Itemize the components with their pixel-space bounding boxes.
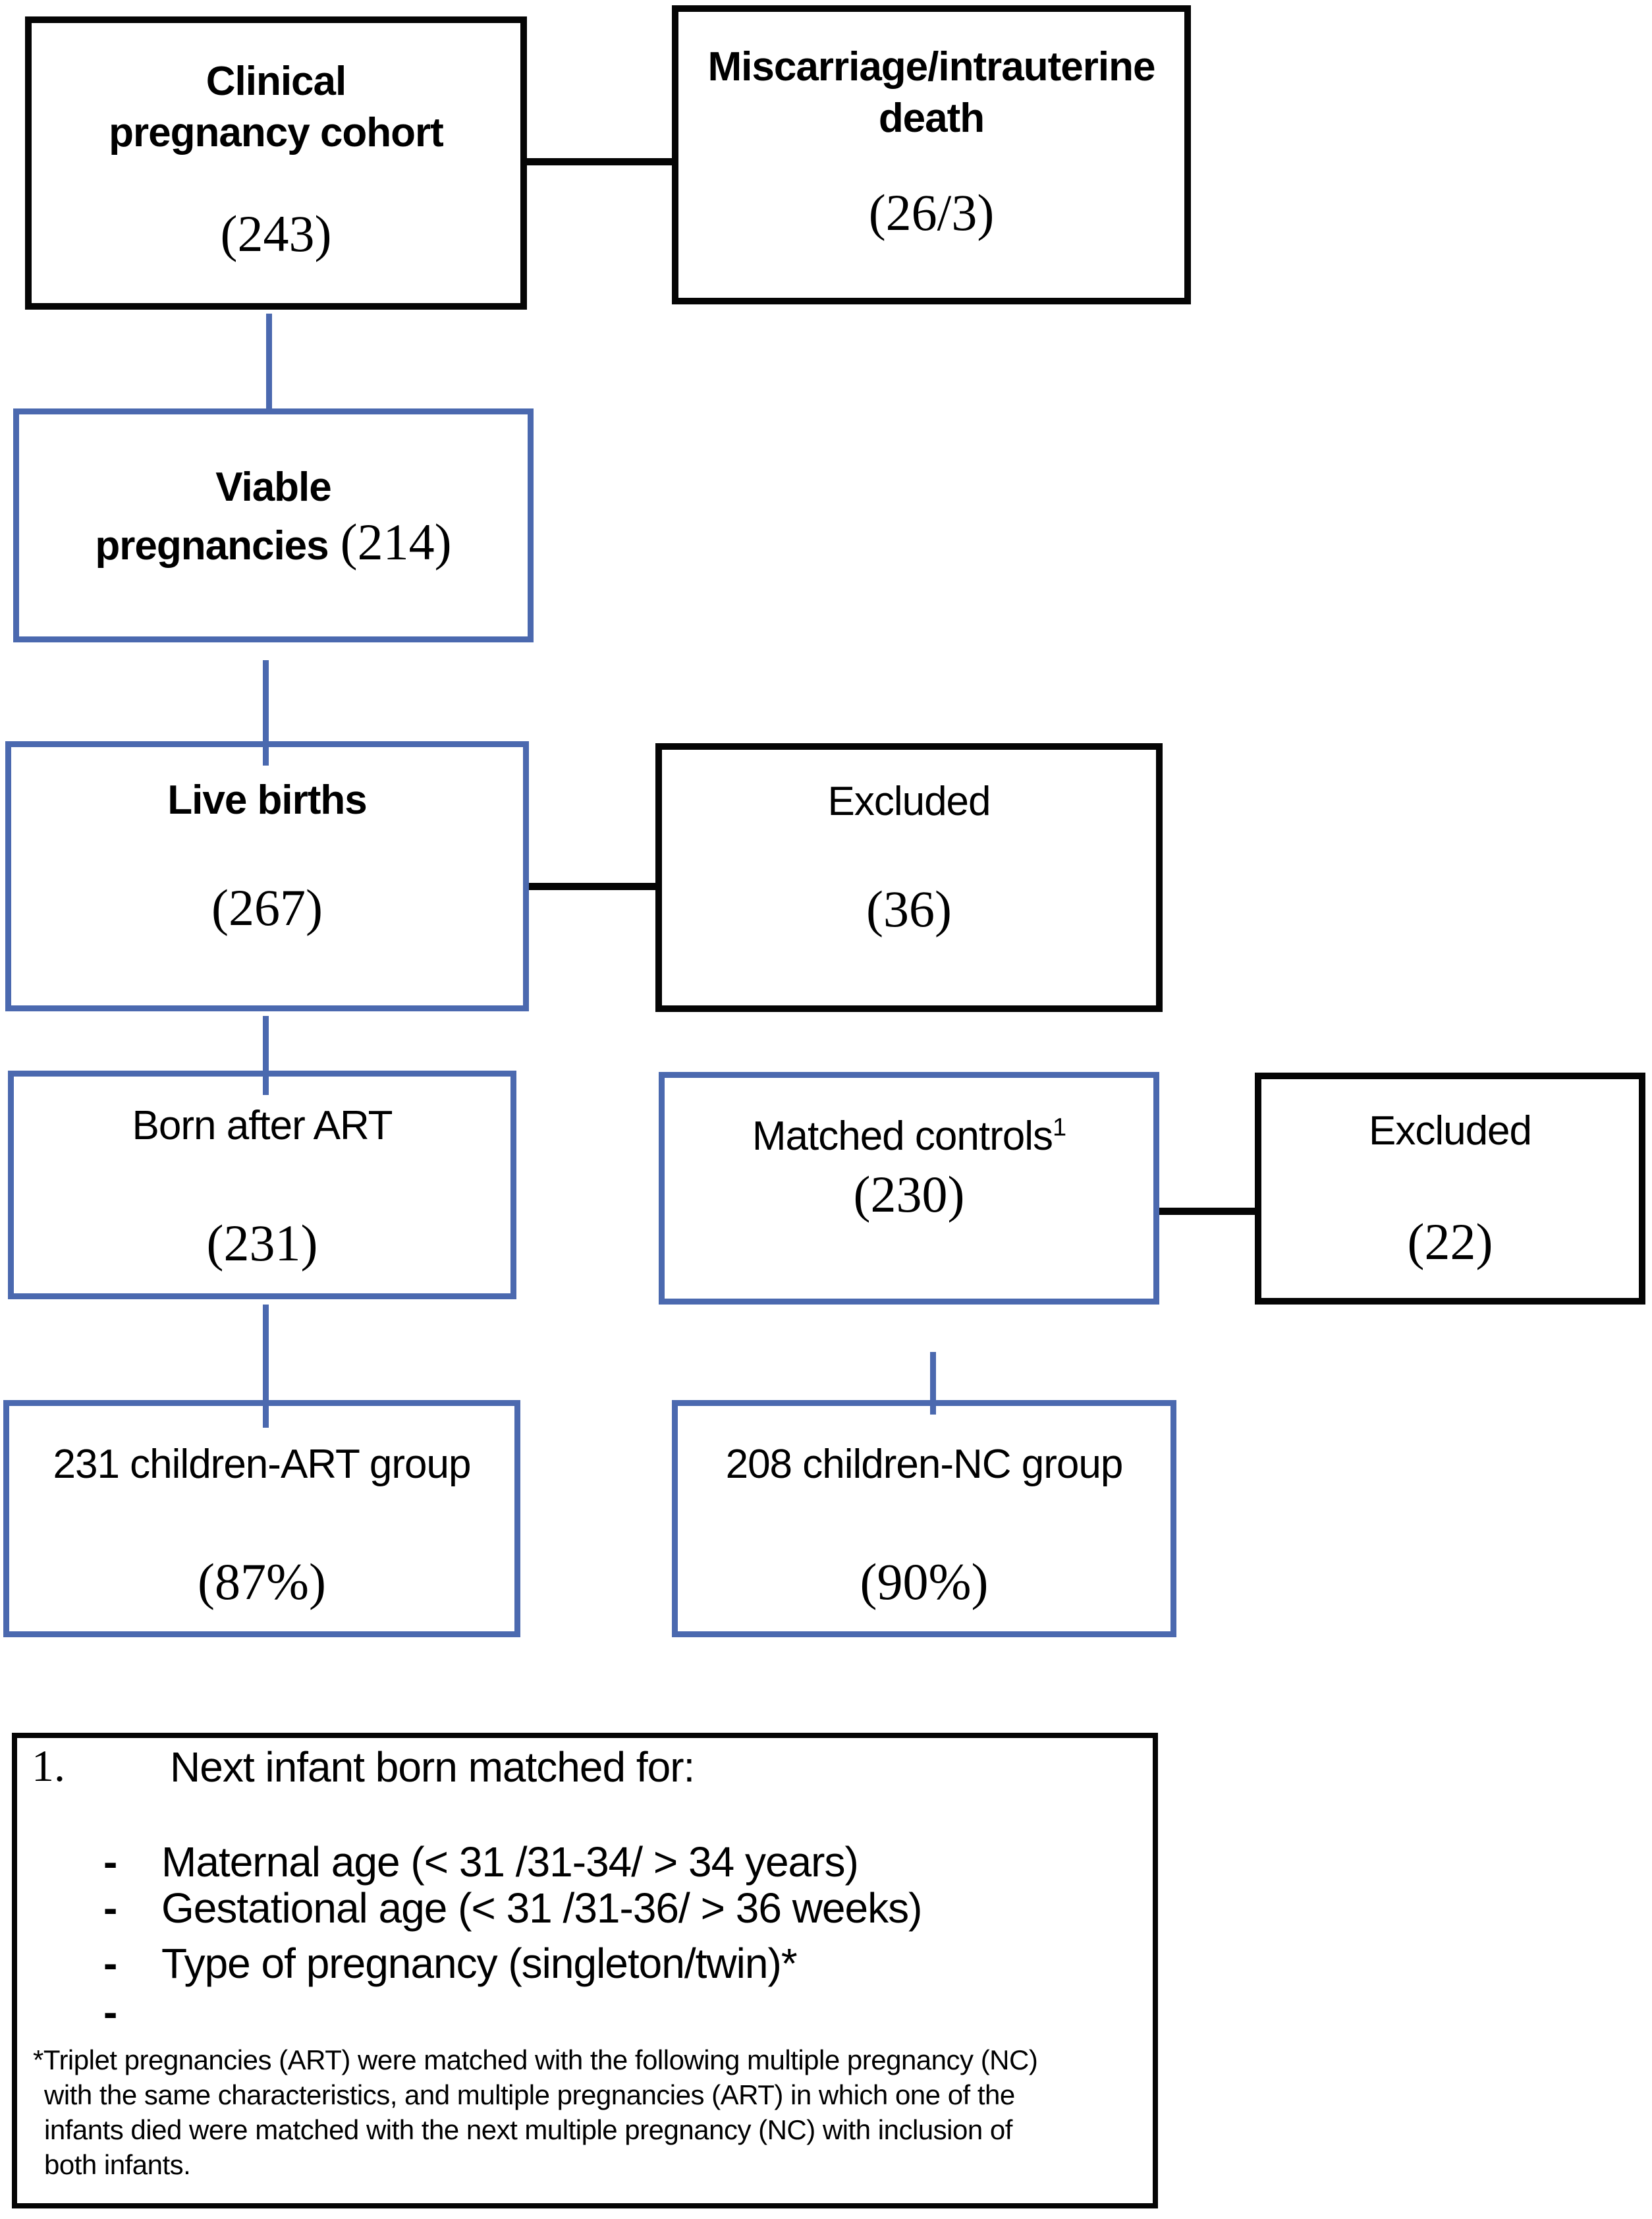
footnote-item-dash: - [103, 1884, 118, 1932]
box-title: Born after ART [132, 1103, 393, 1148]
footnote-item-gestational-age: Gestational age (< 31 /31-36/ > 36 weeks… [161, 1884, 922, 1932]
box-count: (243) [220, 205, 332, 263]
box-live-births: Live births (267) [5, 741, 529, 1011]
box-matched-controls: Matched controls1 (230) [659, 1072, 1159, 1305]
footnote-item-pregnancy-type: Type of pregnancy (singleton/twin)* [161, 1940, 798, 1987]
box-title-line2: pregnancy cohort [109, 110, 444, 156]
footnote-note-line: with the same characteristics, and multi… [44, 2079, 1015, 2110]
box-title-text: Matched controls [752, 1113, 1053, 1159]
box-nc-group: 208 children-NC group (90%) [672, 1400, 1176, 1637]
box-count: (267) [211, 879, 323, 937]
footnote-item-dash: - [103, 1988, 118, 2036]
box-title: Miscarriage/intrauterine death [678, 42, 1184, 144]
box-title: Clinical pregnancy cohort [32, 56, 520, 159]
box-born-after-art: Born after ART (231) [8, 1071, 516, 1299]
box-title-line2: pregnancies [95, 523, 329, 569]
box-count: (230) [853, 1166, 965, 1223]
box-title: Excluded [827, 779, 991, 824]
footnote-item-dash: - [103, 1838, 118, 1886]
box-count: (214) [340, 513, 452, 571]
box-title: Excluded [1368, 1108, 1532, 1154]
footnote-number: 1. [32, 1741, 65, 1791]
footnote-asterisk-note: *Triplet pregnancies (ART) were matched … [33, 2042, 1038, 2182]
box-art-group: 231 children-ART group (87%) [3, 1400, 520, 1637]
box-count: (90%) [860, 1553, 989, 1611]
box-excluded-births: Excluded (36) [655, 743, 1163, 1012]
box-title: 208 children-NC group [725, 1442, 1124, 1487]
box-count: (231) [206, 1214, 318, 1272]
box-count: (87%) [198, 1553, 326, 1611]
connector-viable-to-livebirths [263, 660, 269, 766]
box-count: (26/3) [868, 184, 995, 242]
connector-livebirths-to-bornafterart [263, 1016, 269, 1095]
connector-clinical-to-miscarriage [524, 158, 678, 165]
box-count: (22) [1407, 1213, 1493, 1271]
box-viable-pregnancies: Viable pregnancies(214) [13, 408, 534, 642]
box-title-line1: Viable [215, 464, 332, 510]
footnote-note-line: infants died were matched with the next … [44, 2114, 1012, 2145]
footnote-marker-superscript: 1 [1052, 1113, 1066, 1142]
box-title: 231 children-ART group [53, 1442, 472, 1487]
footnote-note-line: both infants. [44, 2149, 191, 2180]
connector-matchedcontrols-to-excluded [1158, 1208, 1258, 1215]
footnote-note-line: *Triplet pregnancies (ART) were matched … [33, 2044, 1038, 2075]
box-title-line1: Miscarriage/intrauterine [707, 44, 1156, 90]
box-title: Live births [167, 777, 368, 823]
box-title: Matched controls1 [665, 1111, 1153, 1162]
footnote-heading: Next infant born matched for: [170, 1743, 695, 1791]
connector-livebirths-to-excluded [529, 883, 661, 890]
box-title: Viable pregnancies(214) [19, 462, 528, 572]
box-excluded-controls: Excluded (22) [1255, 1073, 1645, 1305]
box-miscarriage-intrauterine-death: Miscarriage/intrauterine death (26/3) [672, 5, 1191, 304]
connector-clinical-to-viable [266, 314, 272, 412]
footnote-box: 1. Next infant born matched for: - Mater… [12, 1733, 1158, 2208]
box-clinical-pregnancy-cohort: Clinical pregnancy cohort (243) [25, 16, 527, 310]
footnote-item-maternal-age: Maternal age (< 31 /31-34/ > 34 years) [161, 1838, 859, 1886]
connector-matchedcontrols-to-ncgroup [930, 1352, 936, 1415]
box-count: (36) [866, 880, 952, 938]
box-title-line1: Clinical [206, 59, 347, 104]
box-title-line2: death [878, 96, 985, 142]
connector-bornafterart-to-artgroup [263, 1305, 269, 1428]
footnote-item-dash: - [103, 1940, 118, 1987]
